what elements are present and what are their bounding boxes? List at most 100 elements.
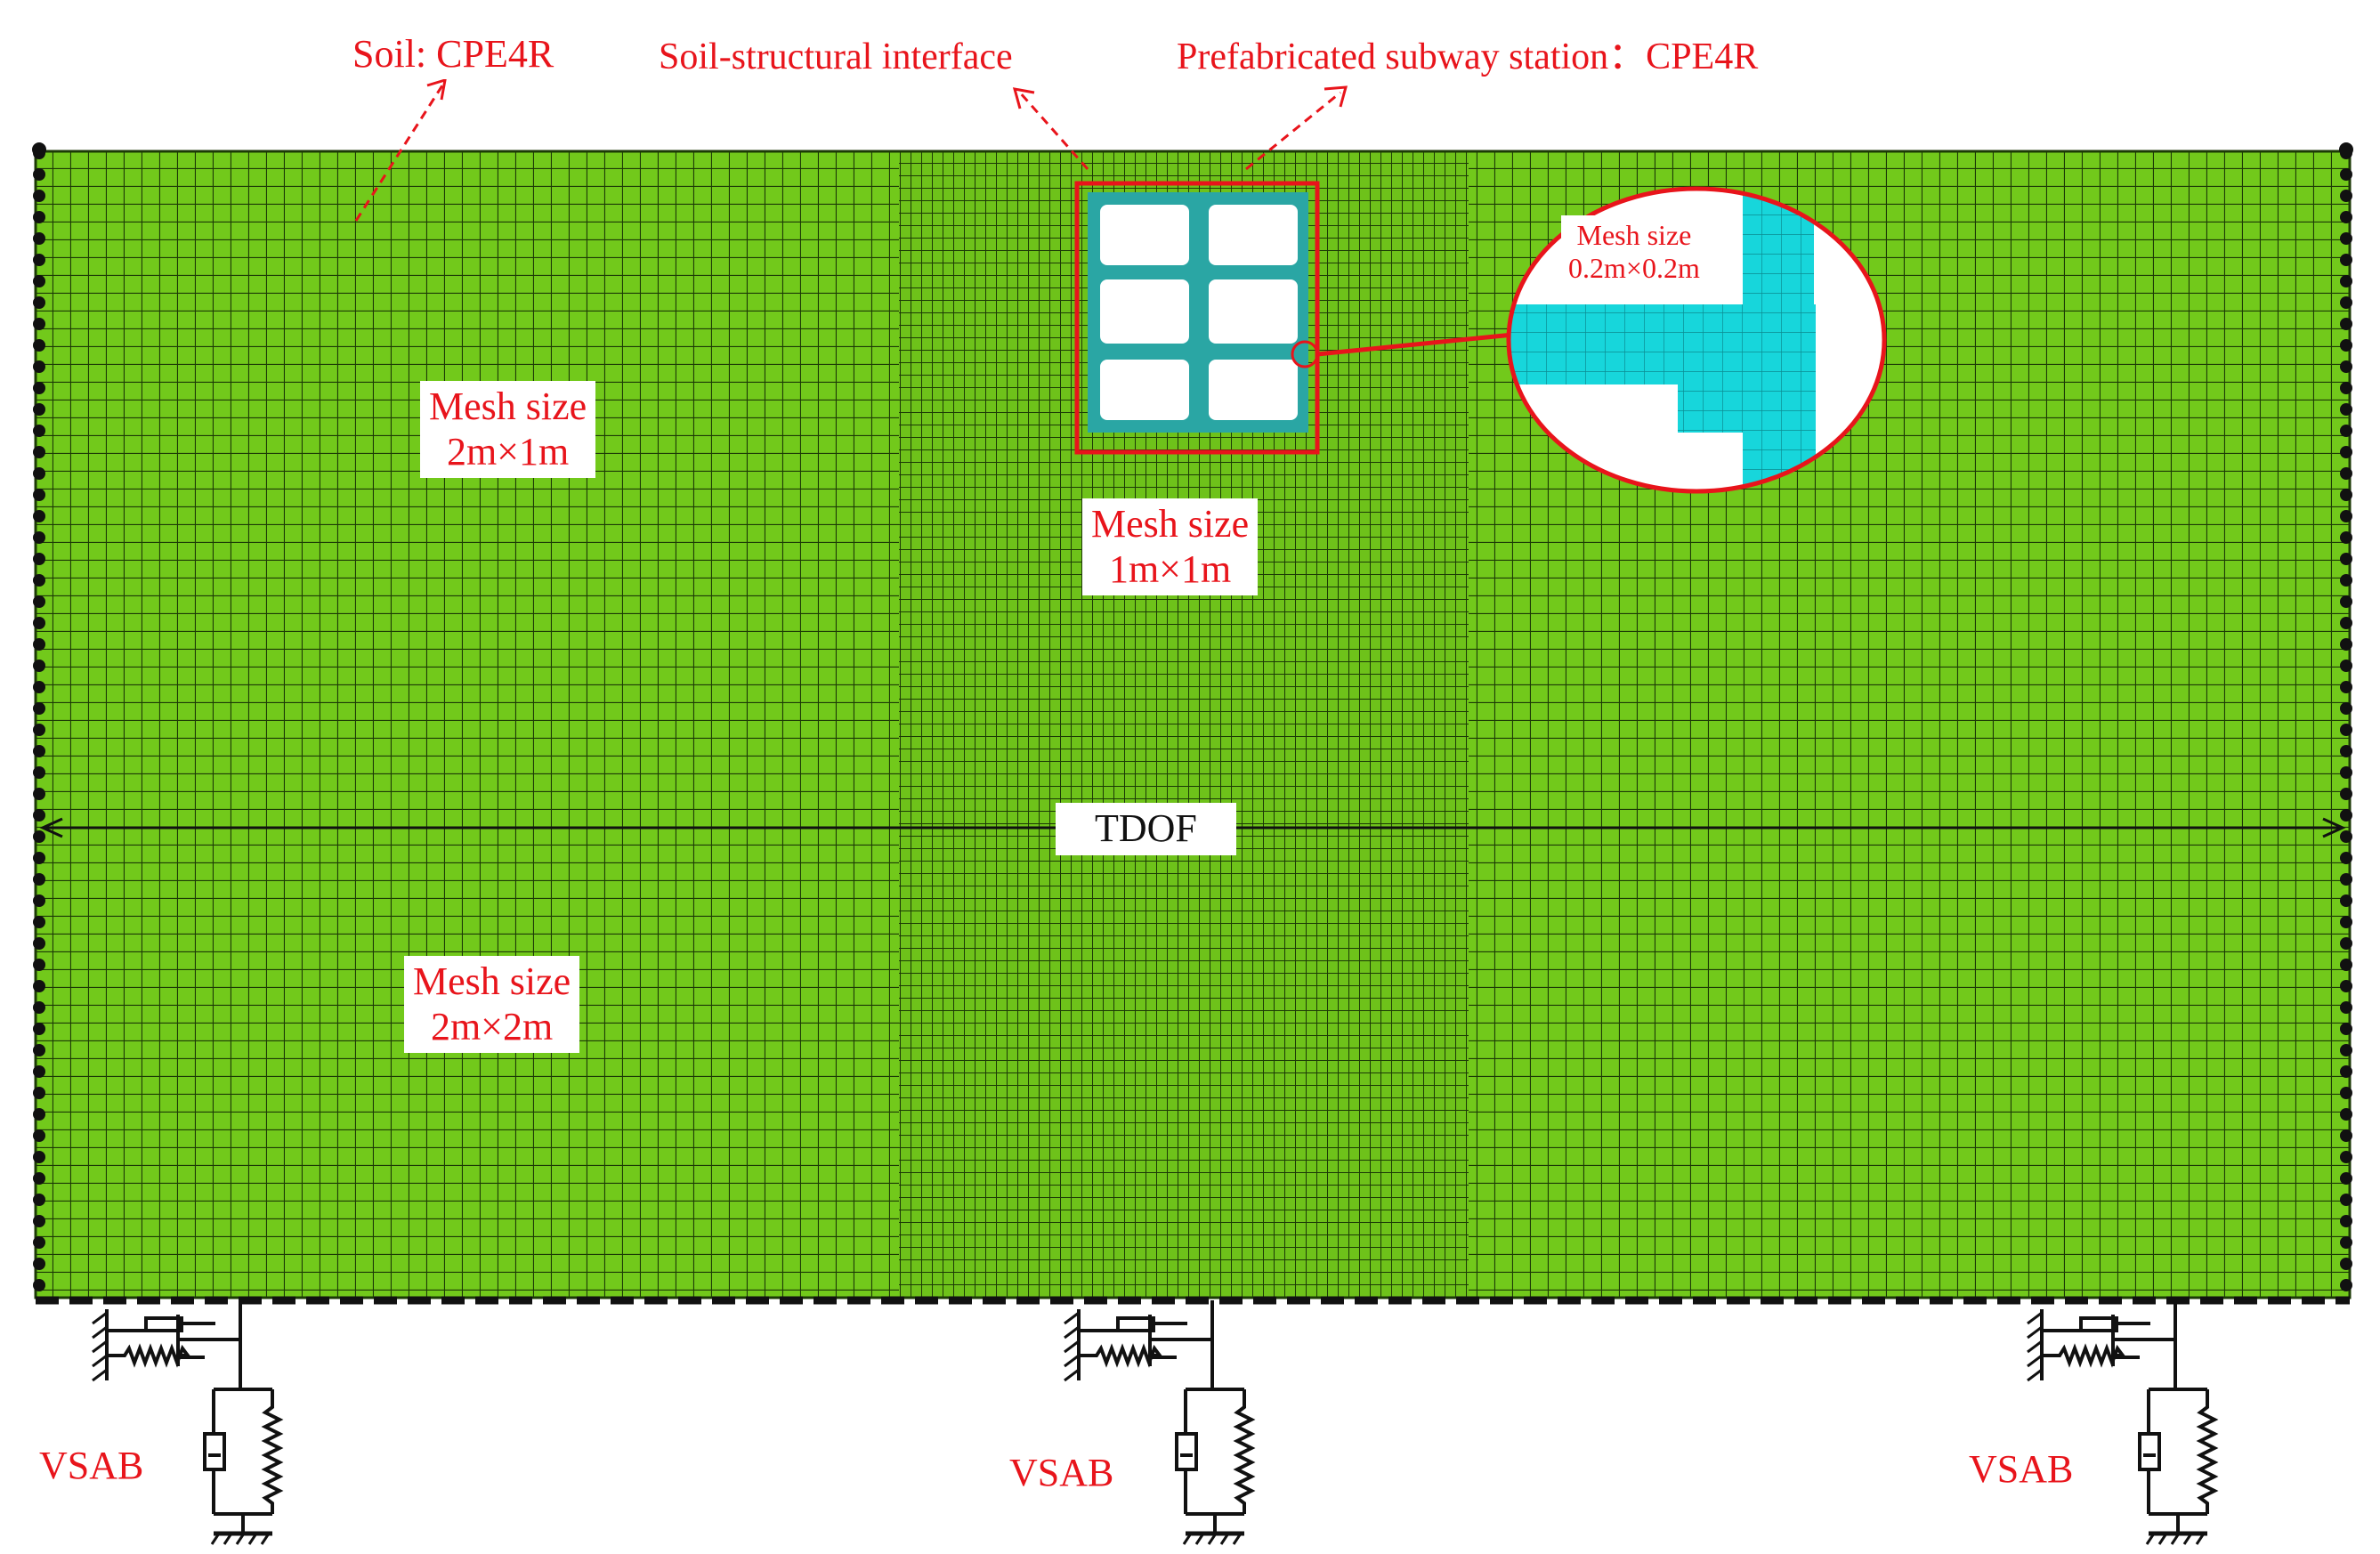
boundary-node bbox=[33, 852, 45, 864]
interface-highlight-box bbox=[1074, 181, 1320, 455]
boundary-node bbox=[33, 1108, 45, 1121]
boundary-node bbox=[33, 232, 45, 245]
top-corner-nodes bbox=[32, 142, 2353, 157]
boundary-node bbox=[33, 788, 45, 800]
boundary-node bbox=[33, 660, 45, 672]
boundary-node bbox=[2340, 275, 2352, 287]
boundary-node bbox=[33, 531, 45, 544]
boundary-node bbox=[2340, 190, 2352, 202]
vsab-label-right: VSAB bbox=[1947, 1445, 2095, 1494]
boundary-node bbox=[2340, 894, 2352, 907]
boundary-node bbox=[2340, 510, 2352, 522]
boundary-node bbox=[2340, 467, 2352, 480]
boundary-node bbox=[2340, 766, 2352, 779]
boundary-node bbox=[2340, 232, 2352, 245]
boundary-node bbox=[2340, 1172, 2352, 1185]
boundary-node bbox=[33, 1236, 45, 1249]
boundary-node bbox=[2340, 1151, 2352, 1163]
boundary-node bbox=[2340, 1236, 2352, 1249]
boundary-node bbox=[33, 467, 45, 480]
boundary-node bbox=[2340, 852, 2352, 864]
boundary-node bbox=[2340, 425, 2352, 437]
boundary-node bbox=[2340, 916, 2352, 928]
boundary-node bbox=[2340, 574, 2352, 587]
boundary-node bbox=[2340, 1215, 2352, 1227]
corner-node bbox=[2339, 142, 2353, 157]
boundary-node bbox=[33, 766, 45, 779]
mesh-size-label-zoom: Mesh size 0.2m×0.2m bbox=[1561, 215, 1707, 288]
boundary-node bbox=[2340, 296, 2352, 309]
boundary-node bbox=[33, 425, 45, 437]
boundary-node bbox=[2340, 595, 2352, 608]
boundary-node bbox=[33, 360, 45, 373]
boundary-node bbox=[2340, 1044, 2352, 1056]
boundary-node bbox=[2340, 937, 2352, 950]
boundary-node bbox=[33, 681, 45, 693]
subway-station-structure bbox=[1088, 192, 1308, 433]
boundary-node bbox=[33, 190, 45, 202]
vsab-symbol-left bbox=[92, 1300, 284, 1545]
boundary-node bbox=[33, 446, 45, 458]
boundary-node bbox=[2340, 1001, 2352, 1014]
boundary-node bbox=[2340, 1065, 2352, 1078]
boundary-node bbox=[33, 745, 45, 757]
boundary-node bbox=[2340, 1279, 2352, 1291]
left-boundary-nodes bbox=[33, 147, 45, 1291]
station-element-label: Prefabricated subway station：CPE4R bbox=[1141, 34, 1794, 81]
vsab-label-left: VSAB bbox=[21, 1442, 162, 1491]
interface-label: Soil-structural interface bbox=[646, 34, 1025, 81]
boundary-node bbox=[2340, 724, 2352, 736]
boundary-node bbox=[2340, 489, 2352, 501]
boundary-node bbox=[2340, 1023, 2352, 1035]
boundary-node bbox=[2340, 660, 2352, 672]
boundary-node bbox=[2340, 617, 2352, 629]
boundary-node bbox=[33, 403, 45, 416]
boundary-node bbox=[2340, 681, 2352, 693]
boundary-node bbox=[2340, 211, 2352, 223]
boundary-node bbox=[2340, 403, 2352, 416]
boundary-node bbox=[33, 1279, 45, 1291]
boundary-node bbox=[33, 296, 45, 309]
boundary-node bbox=[33, 339, 45, 352]
boundary-node bbox=[2340, 809, 2352, 822]
boundary-node bbox=[2340, 446, 2352, 458]
boundary-node bbox=[33, 894, 45, 907]
annotation-arrows bbox=[354, 85, 1341, 222]
boundary-node bbox=[33, 595, 45, 608]
boundary-node bbox=[33, 1001, 45, 1014]
boundary-node bbox=[33, 1215, 45, 1227]
boundary-node bbox=[33, 1023, 45, 1035]
boundary-node bbox=[33, 1065, 45, 1078]
boundary-node bbox=[33, 1258, 45, 1270]
boundary-node bbox=[33, 553, 45, 565]
boundary-node bbox=[2340, 382, 2352, 394]
boundary-node bbox=[33, 809, 45, 822]
boundary-node bbox=[2340, 168, 2352, 181]
soil-element-label: Soil: CPE4R bbox=[331, 30, 576, 79]
vsab-label-middle: VSAB bbox=[988, 1449, 1136, 1498]
boundary-node bbox=[2340, 318, 2352, 330]
boundary-node bbox=[2340, 980, 2352, 992]
boundary-node bbox=[2340, 788, 2352, 800]
boundary-node bbox=[33, 574, 45, 587]
boundary-node bbox=[33, 980, 45, 992]
boundary-node bbox=[33, 937, 45, 950]
boundary-node bbox=[33, 702, 45, 715]
boundary-node bbox=[33, 382, 45, 394]
boundary-node bbox=[33, 830, 45, 843]
vsab-symbol-middle bbox=[1064, 1300, 1256, 1545]
boundary-node bbox=[33, 959, 45, 971]
boundary-node bbox=[2340, 959, 2352, 971]
boundary-node bbox=[2340, 531, 2352, 544]
boundary-node bbox=[2340, 339, 2352, 352]
boundary-node bbox=[33, 617, 45, 629]
boundary-node bbox=[33, 168, 45, 181]
boundary-node bbox=[33, 1194, 45, 1206]
boundary-node bbox=[2340, 830, 2352, 843]
boundary-node bbox=[33, 1172, 45, 1185]
boundary-node bbox=[2340, 360, 2352, 373]
boundary-node bbox=[2340, 1087, 2352, 1099]
boundary-node bbox=[2340, 745, 2352, 757]
tdof-label: TDOF bbox=[1056, 803, 1236, 855]
